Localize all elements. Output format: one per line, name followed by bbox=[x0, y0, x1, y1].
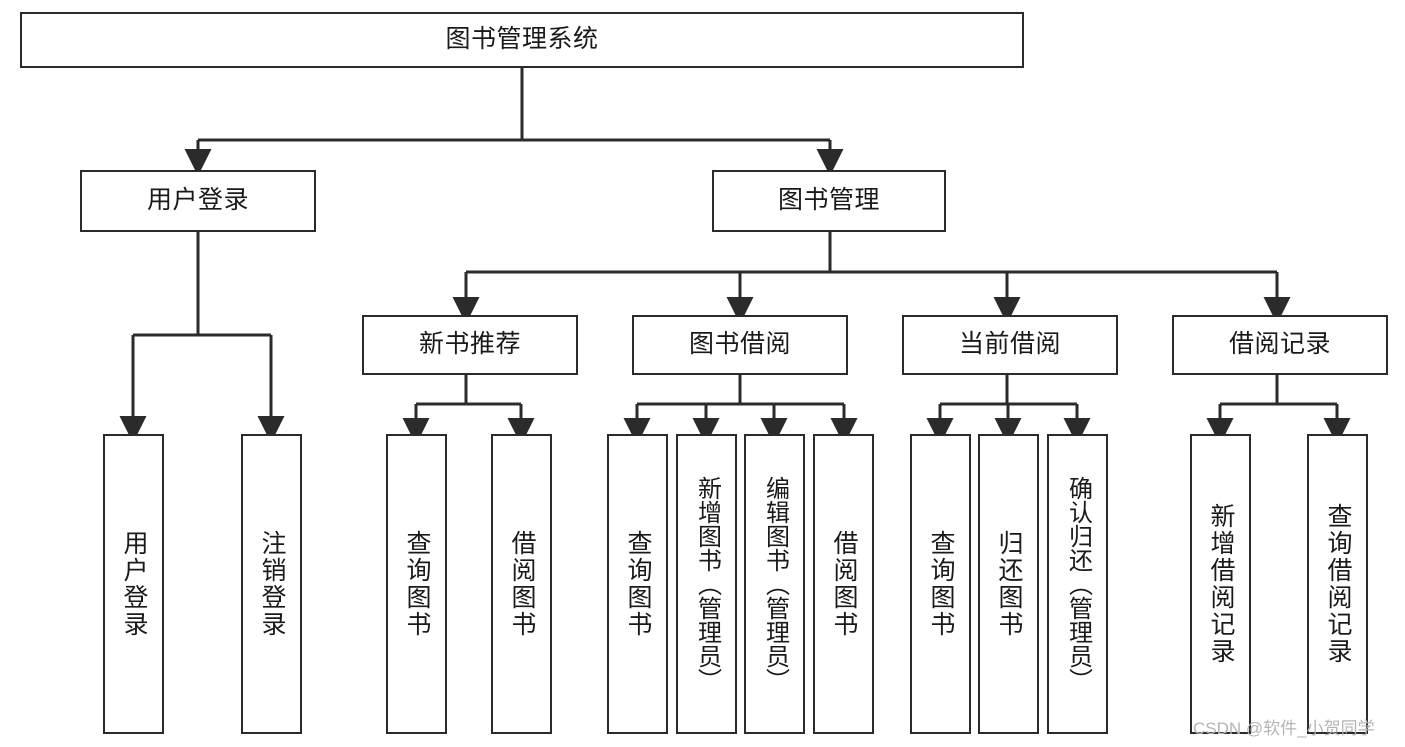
node-label: 注销登录 bbox=[258, 530, 286, 638]
csdn-watermark: CSDN @软件_小贺同学 bbox=[1193, 719, 1375, 738]
leaf-book-borrow-edit[interactable]: 编辑图书（管理员） bbox=[744, 434, 805, 734]
leaf-book-borrow-query[interactable]: 查询图书 bbox=[607, 434, 668, 734]
node-label: 新增图书（管理员） bbox=[693, 476, 721, 692]
node-label: 编辑图书（管理员） bbox=[761, 476, 789, 692]
node-label: 确认归还（管理员） bbox=[1064, 476, 1092, 692]
node-label: 新增借阅记录 bbox=[1207, 503, 1235, 665]
node-label: 图书管理 bbox=[777, 186, 880, 215]
node-label: 查询图书 bbox=[624, 530, 652, 638]
node-label: 图书借阅 bbox=[688, 330, 791, 359]
node-label: 归还图书 bbox=[995, 530, 1023, 638]
node-current-borrow[interactable]: 当前借阅 bbox=[902, 315, 1118, 375]
leaf-current-borrow-query[interactable]: 查询图书 bbox=[910, 434, 971, 734]
node-label: 当前借阅 bbox=[958, 330, 1061, 359]
node-label: 查询图书 bbox=[403, 530, 431, 638]
node-label: 借阅图书 bbox=[830, 530, 858, 638]
node-label: 用户登录 bbox=[120, 530, 148, 638]
leaf-current-borrow-return[interactable]: 归还图书 bbox=[978, 434, 1039, 734]
leaf-book-borrow-add[interactable]: 新增图书（管理员） bbox=[676, 434, 737, 734]
leaf-book-borrow-borrow[interactable]: 借阅图书 bbox=[813, 434, 874, 734]
node-label: 借阅记录 bbox=[1228, 330, 1331, 359]
node-root-book-management-system[interactable]: 图书管理系统 bbox=[20, 12, 1024, 68]
leaf-new-book-query[interactable]: 查询图书 bbox=[386, 434, 447, 734]
leaf-borrow-record-add[interactable]: 新增借阅记录 bbox=[1190, 434, 1251, 734]
node-label: 借阅图书 bbox=[508, 530, 536, 638]
node-label: 查询借阅记录 bbox=[1324, 503, 1352, 665]
node-user-login[interactable]: 用户登录 bbox=[80, 170, 316, 232]
leaf-user-login-logout[interactable]: 注销登录 bbox=[241, 434, 302, 734]
node-label: 新书推荐 bbox=[418, 330, 521, 359]
node-new-book-recommend[interactable]: 新书推荐 bbox=[362, 315, 578, 375]
leaf-new-book-borrow[interactable]: 借阅图书 bbox=[491, 434, 552, 734]
node-book-borrow[interactable]: 图书借阅 bbox=[632, 315, 848, 375]
leaf-user-login-login[interactable]: 用户登录 bbox=[103, 434, 164, 734]
leaf-borrow-record-query[interactable]: 查询借阅记录 bbox=[1307, 434, 1368, 734]
node-label: 图书管理系统 bbox=[445, 25, 599, 54]
node-label: 查询图书 bbox=[927, 530, 955, 638]
node-label: 用户登录 bbox=[146, 186, 249, 215]
node-borrow-record[interactable]: 借阅记录 bbox=[1172, 315, 1388, 375]
leaf-current-borrow-confirm-return[interactable]: 确认归还（管理员） bbox=[1047, 434, 1108, 734]
node-book-management[interactable]: 图书管理 bbox=[712, 170, 946, 232]
